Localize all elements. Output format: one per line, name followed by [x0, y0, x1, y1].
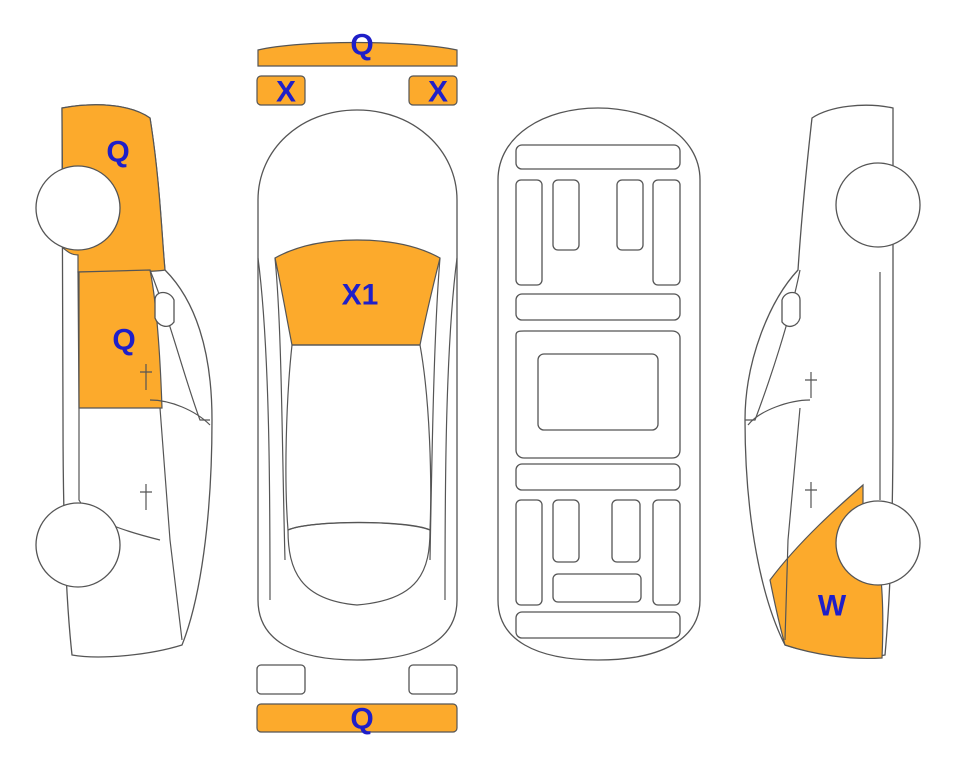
left-front-handle	[140, 364, 152, 390]
left-pillar-line	[159, 407, 183, 641]
top-left-light-damage-panel[interactable]	[256, 75, 306, 106]
left-front-door-damage-panel[interactable]	[77, 269, 163, 409]
underbody-front-right-inner	[616, 179, 644, 251]
underbody-front-right-rail	[652, 179, 681, 286]
underbody-front-bar	[515, 144, 681, 170]
underbody-front-left-rail	[515, 179, 543, 286]
top-right-light-damage-label: X	[428, 76, 448, 109]
right-rear-damage-label: W	[818, 590, 847, 623]
rear-window-outline	[287, 521, 431, 606]
underbody-rear-left-rail	[515, 499, 543, 606]
underbody-mid-front-bar	[515, 293, 681, 321]
left-front-door-damage-label: Q	[112, 324, 135, 357]
underbody-front-left-inner	[552, 179, 580, 251]
underbody-rear-cross-bar	[552, 573, 642, 603]
left-front-wheel	[35, 165, 121, 251]
left-window-line	[149, 269, 210, 421]
left-sill-line	[149, 399, 211, 426]
left-body-contour	[257, 257, 271, 601]
right-window-line	[745, 269, 801, 421]
rear-right-light	[408, 664, 458, 695]
rear-left-light	[256, 664, 306, 695]
rear-bumper-damage-label: Q	[350, 703, 373, 736]
top-front-bumper-damage-panel[interactable]	[257, 41, 458, 67]
right-door-arc	[429, 257, 441, 561]
left-door-arc	[274, 257, 286, 561]
right-front-wheel	[835, 162, 921, 248]
left-rear-handle	[140, 484, 152, 510]
right-mirror	[781, 291, 801, 328]
right-rear-handle	[805, 482, 817, 508]
top-view: Q X X X1 Q	[256, 29, 458, 736]
right-sill-line	[747, 399, 811, 426]
right-rear-wheel	[835, 500, 921, 586]
left-rear-wheel	[35, 502, 121, 588]
left-side-view: Q Q	[35, 104, 213, 658]
underbody-rear-right-inner	[611, 499, 641, 563]
underbody-rear-left-inner	[552, 499, 580, 563]
underbody-rear-right-rail	[652, 499, 681, 606]
top-front-bumper-damage-label: Q	[350, 29, 373, 62]
underbody-view	[497, 107, 701, 661]
rear-bumper-damage-panel[interactable]	[256, 703, 458, 733]
right-side-view: W	[744, 104, 921, 659]
left-mirror	[154, 291, 175, 328]
top-view-body	[257, 109, 458, 661]
left-front-damage-label: Q	[106, 136, 129, 169]
hood-damage-label: X1	[342, 279, 379, 312]
right-body-contour	[444, 257, 458, 601]
right-pillar-line	[784, 407, 801, 641]
top-left-light-damage-label: X	[276, 76, 296, 109]
underbody-center-panel	[537, 353, 659, 431]
underbody-mid-rear-bar	[515, 463, 681, 491]
top-right-light-damage-panel[interactable]	[408, 75, 458, 106]
right-front-handle	[805, 372, 817, 398]
underbody-rear-bar	[515, 611, 681, 639]
